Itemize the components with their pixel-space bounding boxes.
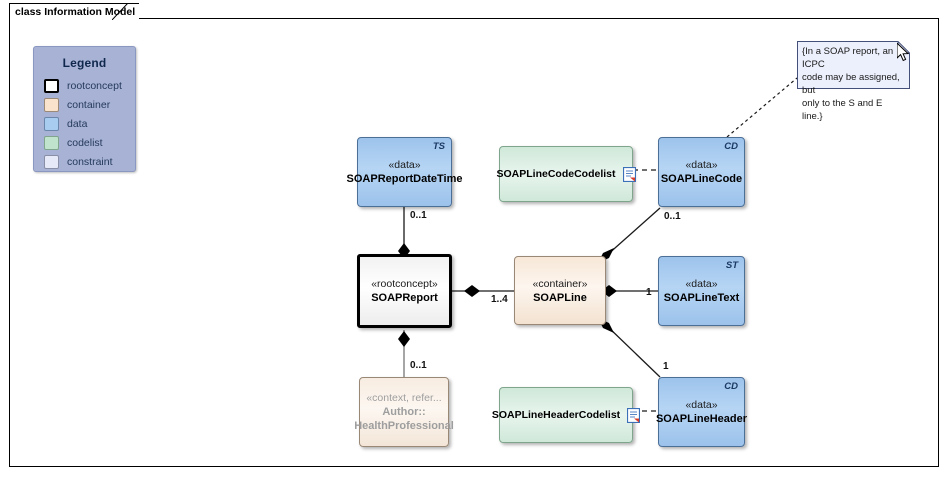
class-name-soapreportdatetime: SOAPReportDateTime	[346, 173, 463, 185]
type-marker-st: ST	[725, 260, 738, 271]
multiplicity-line-text: 1	[646, 287, 652, 298]
class-name-soaplinecode: SOAPLineCode	[660, 173, 743, 185]
legend-panel: Legend rootconcept container data codeli…	[33, 46, 136, 172]
document-icon	[622, 166, 636, 182]
class-node-soapreport[interactable]: «rootconcept» SOAPReport	[357, 254, 452, 328]
multiplicity-report-author: 0..1	[410, 360, 427, 371]
class-name-soaplinecodecodelist: SOAPLineCodeCodelist	[496, 168, 616, 180]
diagram-title: class Information Model	[15, 5, 136, 18]
diagram-title-tab: class Information Model	[9, 3, 140, 19]
class-name-soaplineheader: SOAPLineHeader	[655, 413, 748, 425]
legend-label-data: data	[67, 118, 88, 130]
legend-swatch-container	[44, 98, 59, 112]
legend-swatch-constraint	[44, 155, 59, 169]
stereotype-soaplineheader: «data»	[685, 399, 718, 411]
class-name-soapline: SOAPLine	[533, 291, 587, 304]
stereotype-soapline: «container»	[532, 277, 588, 290]
class-node-soapreportdatetime[interactable]: TS «data» SOAPReportDateTime	[347, 137, 462, 207]
multiplicity-report-line: 1..4	[491, 294, 508, 305]
class-node-soapline[interactable]: «container» SOAPLine	[514, 256, 606, 325]
legend-label-container: container	[67, 99, 111, 111]
class-node-soaplinecode[interactable]: CD «data» SOAPLineCode	[658, 137, 745, 207]
stereotype-soapreportdatetime: «data»	[388, 159, 421, 171]
type-marker-ts: TS	[432, 141, 445, 152]
note-line-2: code may be assigned, but	[802, 72, 900, 96]
legend-label-rootconcept: rootconcept	[67, 80, 122, 92]
legend-item-rootconcept: rootconcept	[44, 77, 135, 95]
class-name-author: Author::	[382, 406, 426, 418]
multiplicity-datetime-report: 0..1	[410, 210, 427, 221]
legend-label-codelist: codelist	[67, 137, 103, 149]
legend-item-constraint: constraint	[44, 153, 135, 171]
note-line-3: only to the S and E line.}	[802, 98, 883, 122]
class-node-soaplinecodecodelist[interactable]: SOAPLineCodeCodelist	[496, 146, 636, 202]
class-node-soaplinetext[interactable]: ST «data» SOAPLineText	[658, 256, 745, 326]
title-tab-slant-icon	[112, 3, 129, 20]
class-node-soaplineheadercodelist[interactable]: SOAPLineHeaderCodelist	[492, 387, 641, 443]
type-marker-cd-header: CD	[724, 381, 738, 392]
legend-title: Legend	[62, 56, 107, 70]
class-node-author-healthprofessional[interactable]: «context, refer... Author:: HealthProfes…	[354, 377, 454, 447]
legend-swatch-codelist	[44, 136, 59, 150]
class-name-healthprofessional: HealthProfessional	[354, 420, 454, 432]
class-name-soaplineheadercodelist: SOAPLineHeaderCodelist	[491, 409, 621, 421]
class-node-soaplineheader[interactable]: CD «data» SOAPLineHeader	[655, 377, 748, 447]
document-icon	[627, 407, 641, 423]
multiplicity-line-header: 1	[663, 361, 669, 372]
multiplicity-line-code: 0..1	[664, 211, 681, 222]
stereotype-author: «context, refer...	[366, 392, 442, 404]
note-box[interactable]: {In a SOAP report, an ICPC code may be a…	[797, 41, 910, 122]
legend-items: rootconcept container data codelist cons…	[34, 77, 135, 171]
legend-swatch-rootconcept	[44, 79, 59, 93]
stereotype-soaplinetext: «data»	[685, 278, 718, 290]
type-marker-cd-code: CD	[724, 141, 738, 152]
stereotype-soaplinecode: «data»	[685, 159, 718, 171]
legend-swatch-data	[44, 117, 59, 131]
legend-item-data: data	[44, 115, 135, 133]
note-line-1: {In a SOAP report, an ICPC	[802, 46, 894, 70]
legend-item-container: container	[44, 96, 135, 114]
legend-item-codelist: codelist	[44, 134, 135, 152]
stereotype-soapreport: «rootconcept»	[371, 278, 438, 290]
note-text: {In a SOAP report, an ICPC code may be a…	[797, 41, 910, 122]
class-name-soaplinetext: SOAPLineText	[663, 292, 740, 304]
legend-label-constraint: constraint	[67, 156, 113, 168]
class-name-soapreport: SOAPReport	[371, 292, 438, 304]
